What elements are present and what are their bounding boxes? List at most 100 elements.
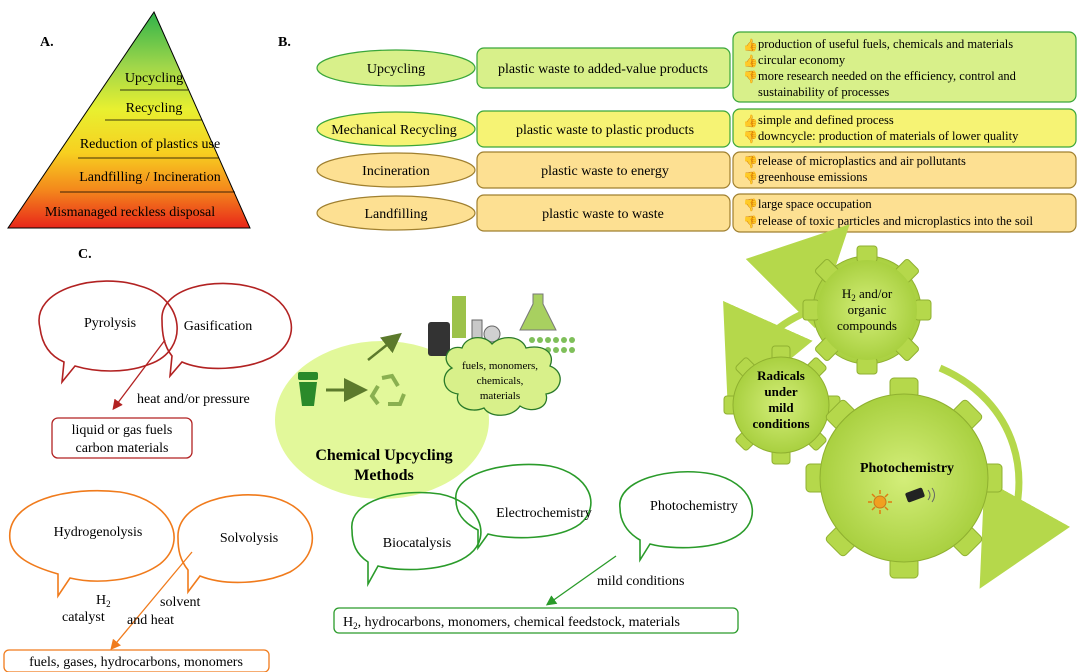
method-upcycling: Upcycling (367, 62, 425, 77)
desc-mechanical-recycling: plastic waste to plastic products (516, 123, 694, 138)
mild-methods-group: Biocatalysis Electrochemistry Photochemi… (333, 463, 754, 634)
thumbs-down-icon: 👎 (743, 171, 758, 185)
fuel-can-icon (428, 322, 450, 356)
cloud-text: materials (480, 390, 520, 402)
central-ellipse (275, 341, 489, 499)
thermal-methods-group: Pyrolysis Gasification heat and/or press… (38, 280, 293, 459)
method-mechanical-recycling: Mechanical Recycling (331, 123, 457, 138)
pyramid-level-reduction: Reduction of plastics use (80, 137, 220, 152)
speech-bubble (455, 463, 592, 551)
bubble-hydrogenolysis: Hydrogenolysis (54, 525, 143, 540)
thumbs-down-icon: 👎 (743, 198, 758, 212)
arrow (110, 551, 193, 650)
product-text: H2, hydrocarbons, monomers, chemical fee… (343, 615, 680, 631)
pyramid-level-recycling: Recycling (126, 101, 183, 116)
product-text: liquid or gas fuels (72, 423, 173, 438)
thumbs-up-icon: 👍 (743, 114, 758, 128)
note-text: release of toxic particles and microplas… (758, 214, 1033, 228)
table-row-landfilling: Landfilling plastic waste to waste 👎 lar… (316, 193, 1077, 233)
products-cloud: fuels, monomers, chemicals, materials (443, 337, 561, 416)
arrow (112, 339, 166, 411)
speech-bubble (177, 494, 314, 595)
desc-upcycling: plastic waste to added-value products (498, 62, 708, 77)
cycle-arrow (938, 364, 1071, 589)
table-row-upcycling: Upcycling plastic waste to added-value p… (316, 31, 1077, 103)
cloud-text: fuels, monomers, (462, 360, 538, 372)
note-text: circular economy (758, 53, 846, 67)
desc-landfilling: plastic waste to waste (542, 207, 664, 222)
panel-c-label: C. (78, 247, 92, 262)
panel-b-label: B. (278, 35, 291, 50)
central-title-line2: Methods (354, 467, 414, 484)
products-box (51, 417, 193, 459)
trash-bin-icon (298, 372, 318, 406)
note-text: production of useful fuels, chemicals an… (758, 37, 1013, 51)
note-text: release of microplastics and air polluta… (758, 154, 966, 168)
gear-text: mild (768, 400, 794, 415)
gear-text: Radicals (757, 368, 805, 383)
thumbs-down-icon: 👎 (743, 130, 758, 144)
method-landfilling: Landfilling (365, 207, 428, 222)
fuel-pump-icon (452, 296, 466, 338)
cycle-arrow (745, 224, 850, 329)
bubble-solvolysis: Solvolysis (220, 531, 278, 546)
gear-text: conditions (752, 416, 809, 431)
table-row-mechanical-recycling: Mechanical Recycling plastic waste to pl… (316, 108, 1077, 148)
bubble-gasification: Gasification (184, 319, 252, 334)
bubble-photochemistry: Photochemistry (650, 499, 738, 514)
speech-bubble (161, 282, 293, 379)
speech-bubble (9, 489, 175, 599)
note-text: large space occupation (758, 197, 872, 211)
note-text: downcycle: production of materials of lo… (758, 129, 1019, 143)
thumbs-down-icon: 👎 (743, 155, 758, 169)
product-text: carbon materials (76, 441, 169, 456)
bubble-pyrolysis: Pyrolysis (84, 316, 136, 331)
condition-mild: mild conditions (597, 574, 685, 589)
pyramid-level-landfilling: Landfilling / Incineration (79, 170, 221, 185)
panel-a-label: A. (40, 35, 54, 50)
condition-heat: and heat (127, 613, 174, 628)
central-title-line1: Chemical Upcycling (315, 447, 452, 464)
speech-bubble (351, 491, 482, 588)
pyramid-level-mismanaged: Mismanaged reckless disposal (45, 205, 215, 220)
gear-text: Photochemistry (860, 461, 954, 476)
thumbs-up-icon: 👍 (743, 54, 758, 68)
bubble-electrochemistry: Electrochemistry (496, 506, 592, 521)
note-text: sustainability of processes (758, 85, 889, 99)
pyramid-level-upcycling: Upcycling (125, 71, 183, 86)
cloud-text: chemicals, (477, 375, 524, 387)
speech-bubble (619, 470, 754, 563)
note-text: simple and defined process (758, 113, 894, 127)
note-text: greenhouse emissions (758, 170, 867, 184)
speech-bubble (38, 280, 178, 385)
sun-icon (868, 490, 892, 514)
flashlight-icon (905, 487, 935, 503)
products-box (3, 649, 270, 672)
flask-icon (483, 325, 501, 343)
test-tube-icon (471, 319, 483, 339)
products-box (333, 607, 739, 634)
catalytic-methods-group: Hydrogenolysis Solvolysis H2 catalyst so… (3, 489, 314, 672)
central-upcycling-group: Chemical Upcycling Methods (275, 332, 489, 499)
gear-text: organic (848, 302, 887, 317)
condition-solvent: solvent (160, 595, 201, 610)
erlenmeyer-icon (519, 293, 557, 331)
desc-incineration: plastic waste to energy (541, 164, 669, 179)
photochemistry-gear-cycle: H2 and/or organic compounds Radicals und… (723, 224, 1071, 589)
gear-text: under (764, 384, 797, 399)
method-incineration: Incineration (362, 164, 430, 179)
arrow (367, 332, 402, 361)
bubble-biocatalysis: Biocatalysis (383, 536, 451, 551)
waste-hierarchy-pyramid: Upcycling Recycling Reduction of plastic… (7, 10, 251, 229)
table-row-incineration: Incineration plastic waste to energy 👎 r… (316, 151, 1077, 189)
gear-radicals: Radicals under mild conditions (723, 345, 841, 465)
product-text: fuels, gases, hydrocarbons, monomers (29, 655, 243, 670)
gear-h2-organic: H2 and/or organic compounds (802, 245, 932, 375)
gear-text: compounds (837, 318, 897, 333)
condition-catalyst: catalyst (62, 610, 105, 625)
gear-photochemistry-main: Photochemistry (805, 377, 1003, 579)
thumbs-down-icon: 👎 (743, 70, 758, 84)
condition-heat-pressure: heat and/or pressure (137, 392, 250, 407)
thumbs-down-icon: 👎 (743, 215, 758, 229)
